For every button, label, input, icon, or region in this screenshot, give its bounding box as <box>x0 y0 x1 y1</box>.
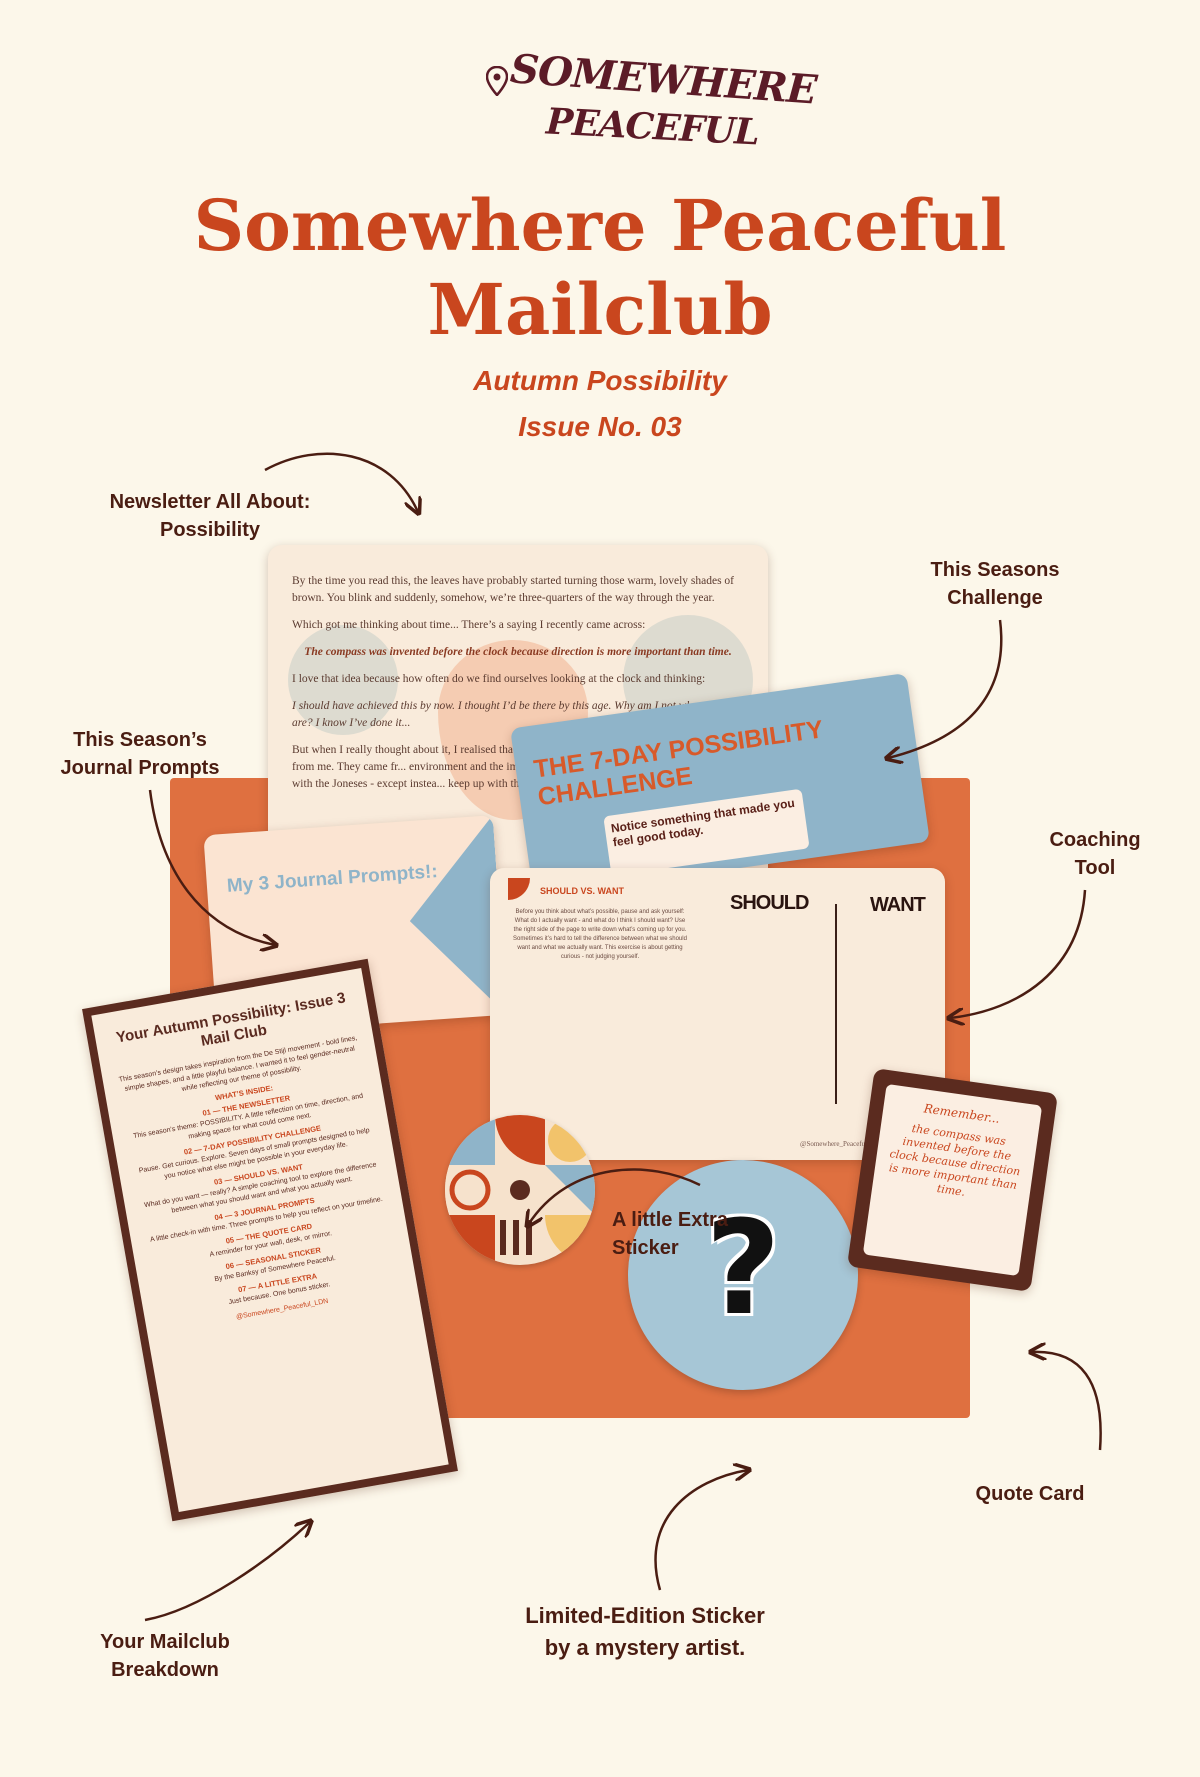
coaching-body: Before you think about what’s possible, … <box>513 909 687 960</box>
question-mark-icon: ? <box>705 1192 781 1344</box>
mystery-sticker: ? <box>628 1160 858 1390</box>
quarter-circle-icon <box>508 878 530 900</box>
quote-card-inner: Remember... the compass was invented bef… <box>862 1083 1043 1277</box>
quote-card: Remember... the compass was invented bef… <box>846 1068 1059 1292</box>
brand-logo: SOMEWHERE PEACEFUL <box>480 45 818 158</box>
label-line: Breakdown <box>111 1659 219 1681</box>
want-column-label: WANT <box>870 894 926 916</box>
page-title: Somewhere Peaceful Mailclub <box>0 184 1200 352</box>
column-divider <box>835 904 837 1104</box>
newsletter-paragraph: Which got me thinking about time... Ther… <box>292 619 646 631</box>
label-line: Newsletter All About: <box>109 491 311 513</box>
arrow-icon <box>1032 1352 1102 1451</box>
label-line: by a mystery artist. <box>544 1635 746 1660</box>
page-subtitle: Autumn Possibility Issue No. 03 <box>0 358 1200 450</box>
newsletter-paragraph: I love that idea because how often do we… <box>292 673 706 685</box>
newsletter-quote: The compass was invented before the cloc… <box>304 646 732 658</box>
label-line: Coaching <box>1049 829 1141 851</box>
label-line: Quote Card <box>975 1483 1085 1505</box>
label-journal: This Season’s Journal Prompts <box>25 726 255 782</box>
label-line: Tool <box>1074 857 1116 879</box>
subtitle-line-1: Autumn Possibility <box>473 365 727 396</box>
label-line: Limited-Edition Sticker <box>525 1603 765 1628</box>
arrow-icon <box>950 889 1087 1018</box>
label-breakdown: Your Mailclub Breakdown <box>70 1628 260 1684</box>
should-column-label: SHOULD <box>730 892 809 914</box>
coaching-handle: @Somewhere_Peaceful_LDN <box>800 1140 885 1148</box>
subtitle-line-2: Issue No. 03 <box>518 411 682 442</box>
label-coaching: Coaching Tool <box>1030 826 1160 882</box>
label-quote-card: Quote Card <box>955 1480 1105 1508</box>
label-extra-sticker: A little Extra Sticker <box>612 1206 792 1262</box>
arrow-icon <box>654 1470 748 1591</box>
decorative-circle <box>288 625 398 735</box>
label-line: This Seasons <box>930 559 1060 581</box>
logo-wordmark-bottom: PEACEFUL <box>545 100 760 154</box>
title-line-1: Somewhere Peaceful <box>193 184 1007 267</box>
label-newsletter: Newsletter All About: Possibility <box>95 488 325 544</box>
label-line: A little Extra <box>612 1209 728 1231</box>
label-line: This Season’s <box>73 729 207 751</box>
journal-title: My 3 Journal Prompts!: <box>226 861 439 897</box>
geometric-pattern-icon <box>445 1115 595 1265</box>
label-challenge: This Seasons Challenge <box>900 556 1090 612</box>
location-pin-icon <box>486 66 508 96</box>
label-line: Sticker <box>612 1237 679 1259</box>
label-line: Journal Prompts <box>60 757 220 779</box>
label-line: Your Mailclub <box>100 1631 230 1653</box>
label-line: Challenge <box>947 587 1043 609</box>
extra-pattern-sticker <box>445 1115 595 1265</box>
newsletter-paragraph: I should have achieved this by now. I th… <box>292 700 729 729</box>
coaching-heading: SHOULD VS. WANT <box>540 886 625 896</box>
label-limited-sticker: Limited-Edition Sticker by a mystery art… <box>480 1600 810 1664</box>
label-line: Possibility <box>159 519 261 541</box>
arrow-icon <box>144 1522 310 1622</box>
quote-text: the compass was invented before the cloc… <box>888 1121 1022 1199</box>
newsletter-paragraph: By the time you read this, the leaves ha… <box>292 575 734 604</box>
title-line-2: Mailclub <box>427 268 773 351</box>
